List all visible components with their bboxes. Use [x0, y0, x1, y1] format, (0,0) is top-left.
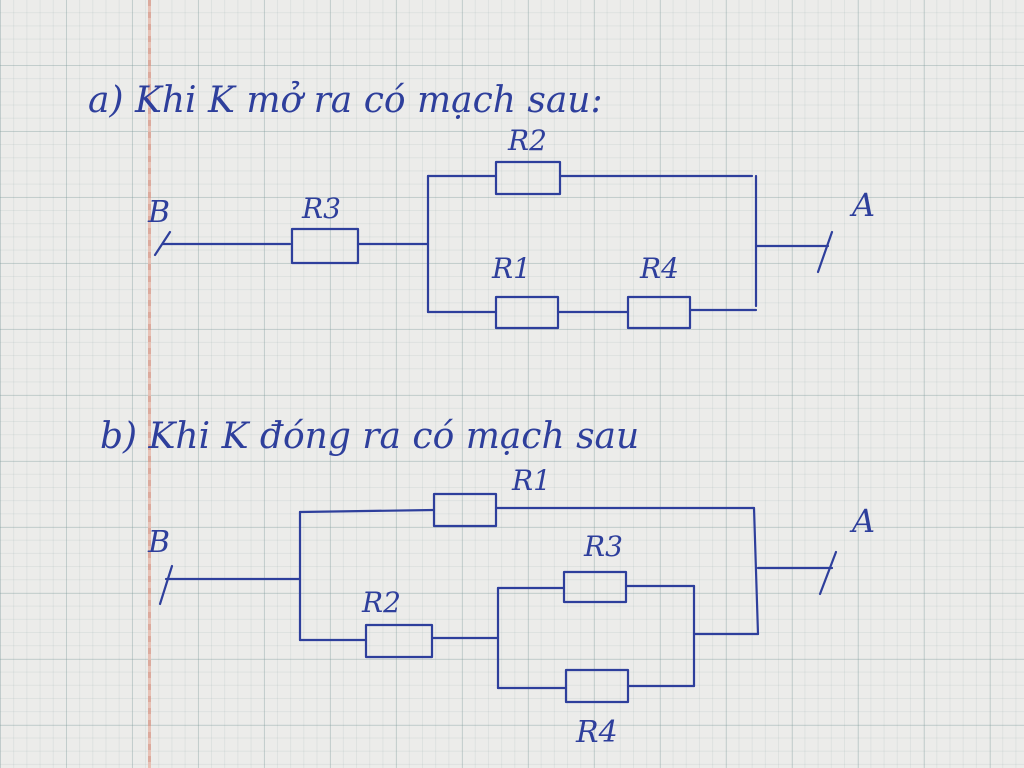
resistor-r1	[432, 492, 498, 528]
wire	[298, 508, 436, 514]
part-b-heading: b) Khi K đóng ra có mạch sau	[100, 416, 639, 457]
resistor-r1	[494, 295, 560, 330]
terminal-a-tick	[818, 550, 838, 596]
label-r2: R2	[361, 586, 401, 619]
resistor-r4	[626, 295, 692, 330]
resistor-r2	[494, 160, 562, 196]
terminal-a-tick	[816, 230, 834, 274]
label-r4: R4	[639, 252, 679, 285]
resistor-r4	[564, 668, 630, 704]
node-a-label: A	[849, 186, 875, 224]
node-a-label: A	[849, 502, 875, 540]
label-r3: R3	[301, 192, 341, 225]
terminal-b-tick	[158, 564, 174, 606]
resistor-r3	[562, 570, 628, 604]
resistor-r2	[364, 623, 434, 659]
junction-right	[752, 506, 760, 636]
label-r2: R2	[507, 124, 547, 157]
label-r1: R1	[491, 252, 531, 285]
label-r4: R4	[575, 715, 618, 750]
margin-line	[148, 0, 151, 768]
node-b-label: B	[147, 195, 170, 230]
label-r3: R3	[583, 530, 623, 563]
circuit-b: B R1 R2 R3 R4	[147, 464, 875, 750]
part-a-heading: a) Khi K mở ra có mạch sau:	[88, 80, 603, 121]
label-r1: R1	[511, 464, 551, 497]
node-b-label: B	[147, 525, 170, 560]
circuit-a: B R3 R2 R1 R4 A	[147, 124, 875, 330]
resistor-r3	[290, 227, 360, 265]
